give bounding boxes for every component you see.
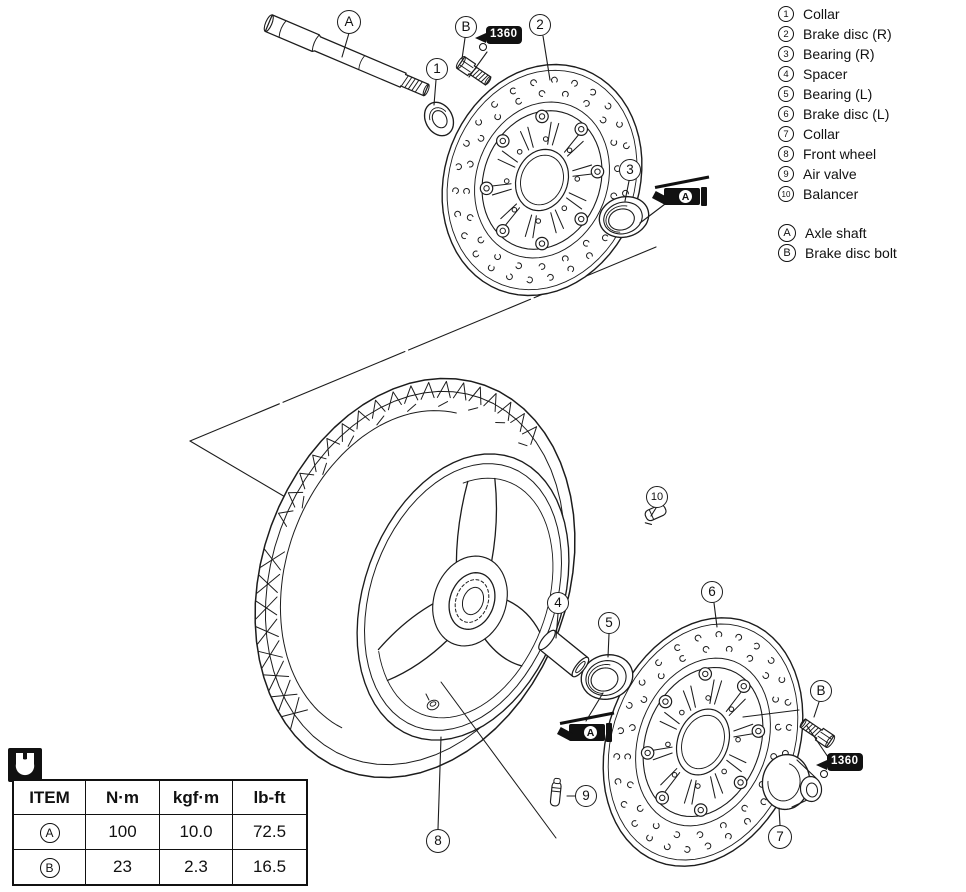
- col-header-kgfm: kgf·m: [159, 779, 233, 815]
- callout-4-6: 4: [547, 592, 569, 614]
- lbft-cell: 16.5: [232, 849, 308, 886]
- item-label: Air valve: [803, 166, 857, 182]
- col-header-item: ITEM: [12, 779, 86, 815]
- item-label: Collar: [803, 126, 840, 142]
- grease-plunger: [701, 187, 707, 206]
- parts-list-item: 2 Brake disc (R): [778, 24, 897, 44]
- item-number-badge: 10: [778, 186, 794, 202]
- parts-list-item: 6 Brake disc (L): [778, 104, 897, 124]
- torque-spec-table: ITEM N·m kgf·m lb-ft A 100 10.0 72.5 B 2…: [12, 779, 308, 886]
- col-header-lbft: lb-ft: [232, 779, 308, 815]
- grease-type-badge: A: [677, 188, 694, 205]
- parts-list-item: 8 Front wheel: [778, 144, 897, 164]
- item-label: Bearing (L): [803, 86, 873, 102]
- callout-2-3: 2: [529, 14, 551, 36]
- sealant-bottle-icon: [820, 770, 828, 778]
- callout-8-12: 8: [426, 829, 450, 853]
- sealant-tag: 1360: [470, 26, 530, 56]
- item-label: Front wheel: [803, 146, 877, 162]
- grease-gun-icon: A: [557, 711, 616, 746]
- parts-list-item: 1 Collar: [778, 4, 897, 24]
- item-label: Brake disc (L): [803, 106, 890, 122]
- sealant-bottle-icon: [479, 43, 487, 51]
- sealant-number: 1360: [486, 26, 522, 44]
- callout-b-2: B: [455, 16, 477, 38]
- item-number-badge: 2: [778, 26, 794, 42]
- list-spacer: [778, 204, 897, 223]
- wrench-icon: [8, 748, 42, 782]
- item-number-badge: 4: [778, 66, 794, 82]
- callout-5-7: 5: [598, 612, 620, 634]
- grease-type-badge: A: [582, 724, 599, 741]
- callout-10-5: 10: [646, 486, 668, 508]
- parts-list-item: A Axle shaft: [778, 223, 897, 243]
- callout-a-0: A: [337, 10, 361, 34]
- callout-1-1: 1: [426, 58, 448, 80]
- item-label: Balancer: [803, 186, 859, 202]
- item-badge: A: [39, 822, 60, 843]
- nm-cell: 100: [85, 814, 160, 850]
- item-number-badge: A: [778, 224, 796, 242]
- item-number-badge: 1: [778, 6, 794, 22]
- table-header-row: ITEM N·m kgf·m lb-ft: [12, 779, 308, 815]
- item-number-badge: 8: [778, 146, 794, 162]
- item-number-badge: 3: [778, 46, 794, 62]
- item-label: Bearing (R): [803, 46, 875, 62]
- arrow-left-icon: [811, 760, 827, 770]
- item-badge: B: [39, 857, 60, 878]
- item-number-badge: 7: [778, 126, 794, 142]
- lbft-cell: 72.5: [232, 814, 308, 850]
- callout-9-11: 9: [575, 785, 597, 807]
- item-label: Brake disc bolt: [805, 245, 897, 261]
- grease-plunger: [606, 723, 612, 742]
- item-label: Collar: [803, 6, 840, 22]
- item-label: Axle shaft: [805, 225, 867, 241]
- callout-7-10: 7: [768, 825, 792, 849]
- item-cell: A: [12, 814, 86, 850]
- arrow-left-icon: [470, 33, 486, 43]
- parts-list-item: 10 Balancer: [778, 184, 897, 204]
- parts-list-item: 9 Air valve: [778, 164, 897, 184]
- nm-cell: 23: [85, 849, 160, 886]
- table-row: B 23 2.3 16.5: [12, 849, 308, 886]
- callout-6-8: 6: [701, 581, 723, 603]
- item-cell: B: [12, 849, 86, 886]
- parts-list-item: 3 Bearing (R): [778, 44, 897, 64]
- kgfm-cell: 10.0: [159, 814, 233, 850]
- sealant-tag: 1360: [811, 753, 871, 783]
- item-label: Brake disc (R): [803, 26, 892, 42]
- sealant-number: 1360: [827, 753, 863, 771]
- col-header-nm: N·m: [85, 779, 160, 815]
- parts-list-item: 7 Collar: [778, 124, 897, 144]
- item-number-badge: 6: [778, 106, 794, 122]
- item-number-badge: 5: [778, 86, 794, 102]
- callout-b-9: B: [810, 680, 832, 702]
- parts-list-item: 5 Bearing (L): [778, 84, 897, 104]
- kgfm-cell: 2.3: [159, 849, 233, 886]
- table-row: A 100 10.0 72.5: [12, 814, 308, 850]
- item-label: Spacer: [803, 66, 848, 82]
- grease-gun-icon: A: [652, 175, 711, 210]
- item-number-badge: B: [778, 244, 796, 262]
- wrench-glyph: [15, 753, 35, 776]
- callout-3-4: 3: [619, 159, 641, 181]
- parts-list-item: 4 Spacer: [778, 64, 897, 84]
- parts-list-item: B Brake disc bolt: [778, 243, 897, 263]
- item-number-badge: 9: [778, 166, 794, 182]
